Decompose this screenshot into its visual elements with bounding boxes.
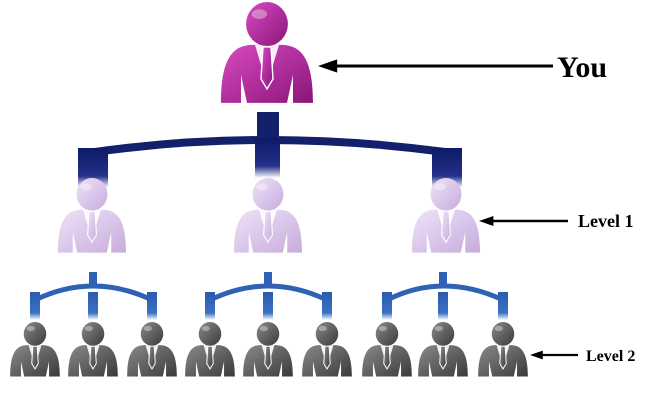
level2-stem-1 <box>89 272 97 284</box>
level2-stem-2 <box>264 272 272 284</box>
level2-post <box>498 292 508 320</box>
head-highlight <box>143 325 152 332</box>
person-level2-icon-3 <box>127 322 177 377</box>
head-highlight <box>251 9 267 19</box>
tie-icon <box>439 345 447 370</box>
person-level2-icon-8 <box>418 322 468 377</box>
person-level2-icon-6 <box>302 322 352 377</box>
person-level2-icon-2 <box>68 322 118 377</box>
tie-icon <box>499 345 507 370</box>
level2-post <box>147 292 157 320</box>
person-head <box>81 322 105 346</box>
person-level1-icon-2 <box>233 178 303 253</box>
tie-icon <box>264 345 272 370</box>
head-highlight <box>378 325 388 332</box>
head-highlight <box>259 325 269 332</box>
tie-icon <box>89 345 97 370</box>
level2-post <box>322 292 332 320</box>
person-head <box>256 322 280 346</box>
head-highlight <box>201 325 210 332</box>
level2-post <box>263 292 273 320</box>
people-layer <box>10 2 528 377</box>
person-head <box>252 178 284 211</box>
person-head <box>140 322 164 346</box>
level2-post <box>382 292 392 320</box>
connector-post-2 <box>255 138 280 178</box>
arrow-left-level2-icon <box>530 350 543 360</box>
person-level2-icon-7 <box>362 322 412 377</box>
arrow-left-you-icon <box>318 59 338 73</box>
level2-connector-bar-3 <box>385 283 505 303</box>
you-label: You <box>557 51 607 84</box>
tie-icon <box>87 210 97 244</box>
head-highlight <box>494 325 504 332</box>
person-head <box>198 322 222 346</box>
person-head <box>430 178 462 211</box>
level2-connector-bar-1 <box>33 283 154 303</box>
person-head <box>76 178 108 211</box>
person-head <box>23 322 47 346</box>
tie-icon <box>206 345 214 370</box>
person-head <box>431 322 455 346</box>
head-highlight <box>26 325 35 332</box>
connector-stem <box>257 112 279 138</box>
person-head <box>491 322 515 346</box>
level2-post <box>205 292 215 320</box>
head-highlight <box>318 325 328 332</box>
tie-icon <box>260 46 274 91</box>
level2-post <box>30 292 40 320</box>
tie-icon <box>263 210 273 244</box>
person-level2-icon-1 <box>10 322 60 377</box>
arrow-pointers <box>318 59 578 360</box>
person-you-icon <box>221 2 313 103</box>
tie-icon <box>31 345 39 370</box>
tie-icon <box>383 345 391 370</box>
level2-stem-3 <box>439 272 447 284</box>
head-highlight <box>434 325 444 332</box>
person-level2-icon-9 <box>478 322 528 377</box>
head-highlight <box>256 183 268 191</box>
head-highlight <box>84 325 94 332</box>
connector-lines <box>30 112 508 320</box>
person-head <box>246 2 288 46</box>
head-highlight <box>434 183 446 191</box>
level2-post <box>88 292 98 320</box>
person-head <box>375 322 399 346</box>
level2-connector-bar-2 <box>208 283 329 303</box>
tie-icon <box>441 210 451 244</box>
person-level1-icon-1 <box>57 178 127 253</box>
person-level2-icon-4 <box>185 322 235 377</box>
tie-icon <box>148 345 156 370</box>
person-level2-icon-5 <box>243 322 293 377</box>
level-2-label: Level 2 <box>586 348 635 365</box>
tie-icon <box>323 345 331 370</box>
level2-post <box>438 292 448 320</box>
level-1-label: Level 1 <box>578 211 634 231</box>
arrow-left-level1-icon <box>479 216 494 226</box>
person-level1-icon-3 <box>411 178 481 253</box>
head-highlight <box>80 183 92 191</box>
person-head <box>315 322 339 346</box>
